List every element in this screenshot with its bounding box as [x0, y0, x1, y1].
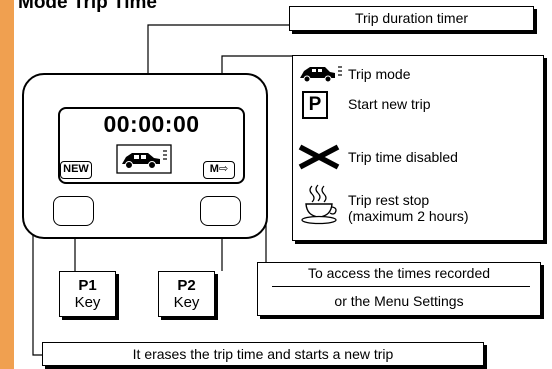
p2-key-box: P2 Key [158, 271, 215, 317]
coffee-cup-icon [301, 184, 337, 225]
legend-label-start-new-trip: Start new trip [348, 96, 431, 112]
legend-panel: Trip mode P Start new trip Trip time dis… [292, 55, 544, 241]
menu-callout-line2: or the Menu Settings [334, 293, 464, 309]
p2-key-name: P2 [177, 277, 196, 294]
page-title: Mode Trip Time [18, 0, 158, 13]
erase-callout: It erases the trip time and starts a new… [42, 342, 484, 366]
timer-callout: Trip duration timer [289, 6, 534, 31]
menu-callout-divider [272, 286, 530, 287]
car-icon [300, 66, 342, 83]
p1-button[interactable] [53, 196, 94, 226]
cross-icon [298, 144, 340, 170]
new-softkey-text: NEW [63, 163, 89, 175]
p2-button[interactable] [200, 196, 241, 226]
legend-label-rest-stop: Trip rest stop [348, 192, 430, 208]
erase-callout-text: It erases the trip time and starts a new… [132, 346, 394, 362]
car-icon [116, 144, 172, 174]
trip-timer-display: 00:00:00 [103, 111, 200, 137]
p2-key-label: Key [173, 294, 200, 311]
parking-p-icon: P [302, 91, 328, 119]
p1-key-name: P1 [78, 277, 97, 294]
menu-softkey-label: M⇨ [203, 161, 235, 179]
parking-p-letter: P [308, 94, 322, 115]
p1-key-box: P1 Key [59, 271, 116, 317]
p1-key-label: Key [74, 294, 101, 311]
timer-callout-text: Trip duration timer [354, 10, 469, 26]
menu-callout-line1: To access the times recorded [307, 265, 491, 281]
menu-callout: To access the times recorded or the Menu… [257, 262, 541, 316]
legend-label-rest-stop-max: (maximum 2 hours) [348, 208, 469, 224]
new-softkey-label: NEW [60, 161, 92, 179]
accent-bar [0, 0, 14, 369]
legend-label-trip-time-disabled: Trip time disabled [348, 149, 458, 165]
arrow-right-icon: ⇨ [218, 163, 229, 175]
legend-label-trip-mode: Trip mode [348, 66, 411, 82]
menu-softkey-text: M [209, 163, 219, 175]
